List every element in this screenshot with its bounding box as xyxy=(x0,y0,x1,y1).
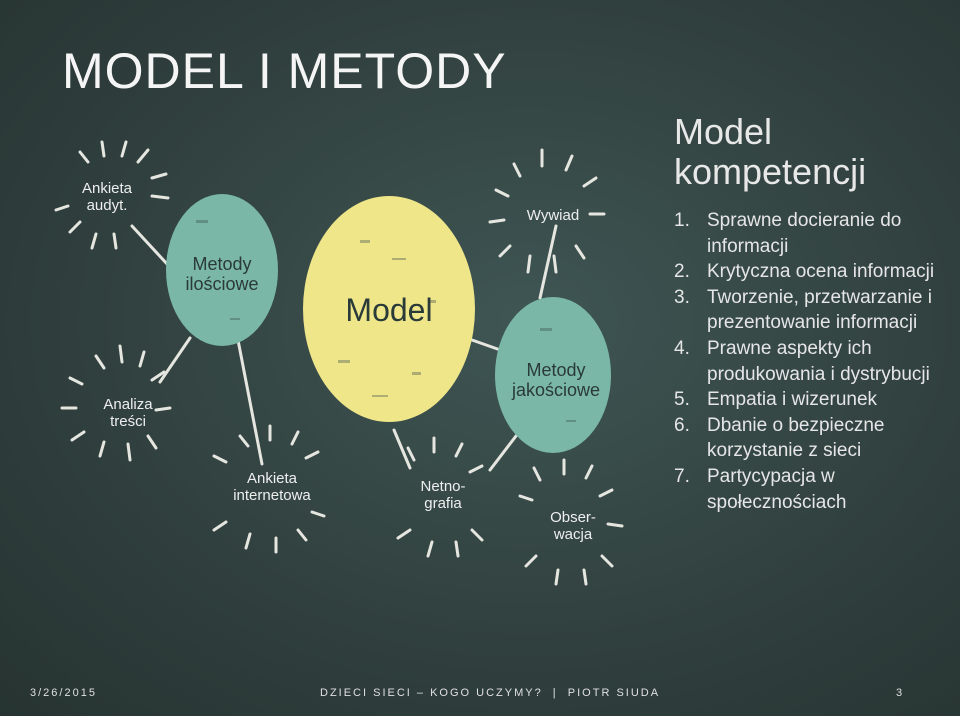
footer-date: 3/26/2015 xyxy=(30,687,97,699)
competence-item: 4. Prawne aspekty ich produkowania i dyst… xyxy=(674,336,954,387)
slide-title: MODEL I METODY xyxy=(62,42,507,100)
node-netnografia: Netno- grafia xyxy=(410,478,476,512)
competence-item: 1. Sprawne docieranie do informacji xyxy=(674,208,954,259)
competence-item-number: 6. xyxy=(674,413,690,439)
competence-list: 1. Sprawne docieranie do informacji 2. Kry… xyxy=(674,208,954,515)
connector-internet xyxy=(238,340,262,464)
page-number: 3 xyxy=(896,687,904,699)
connector-analiza xyxy=(160,338,190,382)
node-analiza-tresci: Analiza treści xyxy=(88,396,168,430)
node-ankieta-audyt: Ankieta audyt. xyxy=(72,180,142,214)
competence-model-heading: Model kompetencji xyxy=(674,112,866,192)
competence-item: 6. Dbanie o bezpieczne korzystanie z siec… xyxy=(674,413,954,464)
competence-item-text: Tworzenie, przetwarzanie i prezentowanie… xyxy=(707,287,932,334)
node-model: Model xyxy=(329,292,449,328)
node-wywiad: Wywiad xyxy=(518,207,588,224)
footer-title: DZIECI SIECI – KOGO UCZYMY? | PIOTR SIUD… xyxy=(320,687,660,699)
competence-item-number: 4. xyxy=(674,336,690,362)
node-obserwacja: Obser- wacja xyxy=(540,509,606,543)
competence-item: 2. Krytyczna ocena informacji xyxy=(674,259,954,285)
competence-item-number: 7. xyxy=(674,464,690,490)
competence-item-text: Partycypacja w społecznościach xyxy=(707,466,846,513)
competence-item-text: Prawne aspekty ich produkowania i dystry… xyxy=(707,338,930,385)
competence-item: 3. Tworzenie, przetwarzanie i prezentowan… xyxy=(674,285,954,336)
competence-item: 7. Partycypacja w społecznościach xyxy=(674,464,954,515)
connector-obserwacja xyxy=(490,436,516,470)
node-metody-jakosciowe: Metody jakościowe xyxy=(498,360,614,400)
competence-item-text: Sprawne docieranie do informacji xyxy=(707,210,901,257)
competence-item-number: 2. xyxy=(674,259,690,285)
competence-item: 5. Empatia i wizerunek xyxy=(674,387,954,413)
competence-item-text: Empatia i wizerunek xyxy=(707,389,877,410)
competence-item-text: Krytyczna ocena informacji xyxy=(707,261,934,282)
competence-item-number: 5. xyxy=(674,387,690,413)
competence-item-number: 1. xyxy=(674,208,690,234)
competence-item-text: Dbanie o bezpieczne korzystanie z sieci xyxy=(707,415,884,462)
node-ankieta-internetowa: Ankieta internetowa xyxy=(222,470,322,504)
competence-item-number: 3. xyxy=(674,285,690,311)
node-metody-ilosciowe: Metody ilościowe xyxy=(172,254,272,294)
